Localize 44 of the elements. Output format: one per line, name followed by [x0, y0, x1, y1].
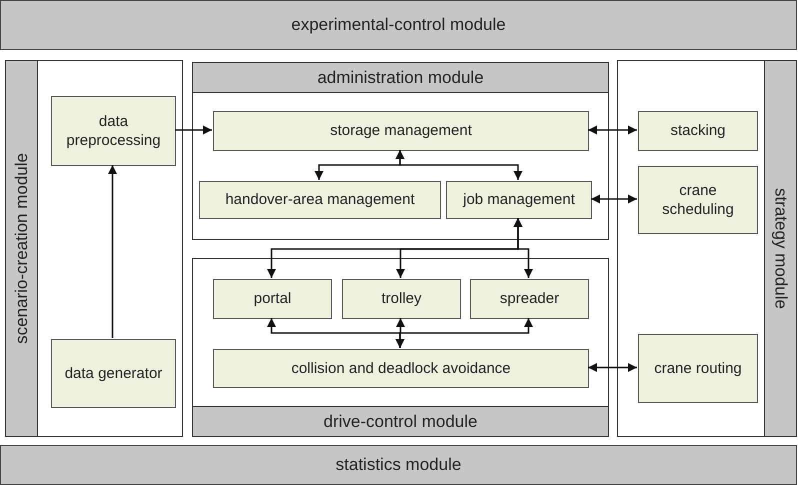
- label-text: handover-area management: [225, 190, 415, 210]
- module-header: scenario-creation module: [6, 61, 38, 436]
- module-container: [192, 62, 609, 240]
- label-text: data preprocessing: [65, 112, 162, 150]
- label-text: storage management: [330, 121, 472, 141]
- process-box: [213, 349, 589, 388]
- process-box: [342, 279, 461, 319]
- arrow: [588, 363, 637, 372]
- label-text: portal: [254, 289, 292, 309]
- process-box: [51, 96, 176, 166]
- module-container: [192, 258, 609, 437]
- process-box: [199, 181, 441, 219]
- module-container: [617, 60, 797, 437]
- arrow: [396, 150, 522, 180]
- process-box: [638, 111, 758, 151]
- arrow: [175, 126, 212, 134]
- arrow: [591, 194, 637, 204]
- process-box: [470, 279, 589, 319]
- arrow: [108, 165, 117, 338]
- module-header: administration module: [193, 63, 608, 93]
- label-text: spreader: [500, 289, 560, 309]
- arrow: [588, 126, 637, 134]
- label-text: experimental-control module: [291, 14, 506, 36]
- process-box: [638, 166, 758, 234]
- module-header: strategy module: [764, 61, 796, 436]
- process-box: [446, 181, 592, 219]
- process-box: [213, 111, 589, 151]
- module-header: drive-control module: [193, 406, 608, 436]
- label-text: collision and deadlock avoidance: [291, 358, 511, 378]
- process-box: [51, 339, 176, 408]
- process-box: [638, 334, 758, 403]
- arrow: [514, 218, 533, 278]
- label-text: statistics module: [336, 454, 462, 476]
- module-band: [0, 445, 797, 485]
- label-text: crane routing: [654, 358, 742, 378]
- label-text: trolley: [381, 289, 422, 309]
- label-text: stacking: [670, 121, 726, 141]
- process-box: [213, 279, 332, 319]
- label-text: job management: [463, 190, 575, 210]
- label-text: data generator: [64, 364, 162, 384]
- arrow: [396, 318, 533, 348]
- module-band: [0, 0, 797, 50]
- label-text: crane scheduling: [661, 180, 735, 220]
- module-container: [5, 60, 183, 437]
